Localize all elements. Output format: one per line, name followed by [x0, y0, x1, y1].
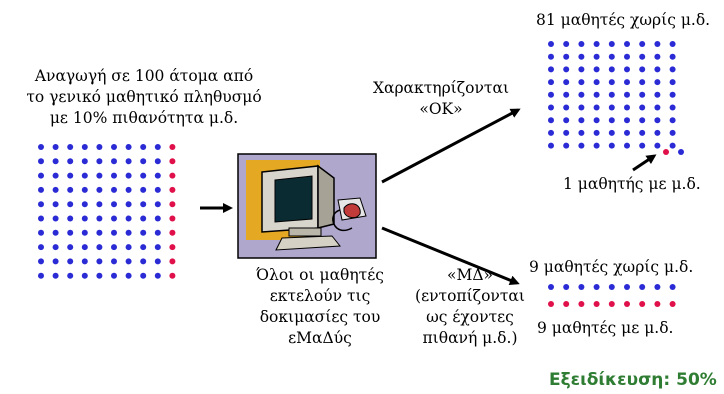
- md-branch-label-line-3: ως έχοντες: [426, 308, 514, 326]
- population-label-line-3: με 10% πιθανότητα μ.δ.: [49, 109, 239, 127]
- md-branch-label-line-1: «ΜΔ»: [446, 266, 494, 284]
- ok-branch-label-line-2: «ΟΚ»: [419, 100, 463, 118]
- process-label-line-1: Όλοι οι μαθητές: [256, 266, 384, 284]
- md-branch-label: «ΜΔ» (εντοπίζονται ως έχοντες πιθανή μ.δ…: [410, 265, 530, 349]
- process-label-line-3: δοκιμασίες του: [259, 308, 381, 326]
- arrow-to-ok-group: [381, 108, 521, 184]
- process-label: Όλοι οι μαθητές εκτελούν τις δοκιμασίες …: [240, 265, 400, 349]
- population-label: Αναγωγή σε 100 άτομα από το γενικό μαθητ…: [4, 66, 284, 129]
- ok-branch-label: Χαρακτηρίζονται «ΟΚ»: [356, 78, 526, 120]
- population-label-line-2: το γενικό μαθητικό πληθυσμό: [26, 88, 262, 106]
- arrow-to-ok-ld-dot: [632, 154, 657, 172]
- md-branch-label-line-2: (εντοπίζονται: [415, 287, 525, 305]
- md-branch-label-line-4: πιθανή μ.δ.): [422, 329, 518, 347]
- arrow-to-md-group: [381, 226, 520, 285]
- process-label-line-4: εΜαΔύς: [288, 329, 352, 347]
- ok-without-ld-label: 81 μαθητές χωρίς μ.δ.: [536, 11, 711, 29]
- specificity-label: Εξειδίκευση: 50%: [549, 370, 717, 390]
- process-label-line-2: εκτελούν τις: [269, 287, 371, 305]
- computer-user-icon: [237, 153, 377, 259]
- population-label-line-1: Αναγωγή σε 100 άτομα από: [34, 67, 254, 85]
- ok-with-ld-label: 1 μαθητής με μ.δ.: [563, 175, 701, 193]
- ok-branch-label-line-1: Χαρακτηρίζονται: [372, 79, 510, 97]
- md-without-ld-label: 9 μαθητές χωρίς μ.δ.: [529, 258, 694, 276]
- md-with-ld-label: 9 μαθητές με μ.δ.: [537, 319, 674, 337]
